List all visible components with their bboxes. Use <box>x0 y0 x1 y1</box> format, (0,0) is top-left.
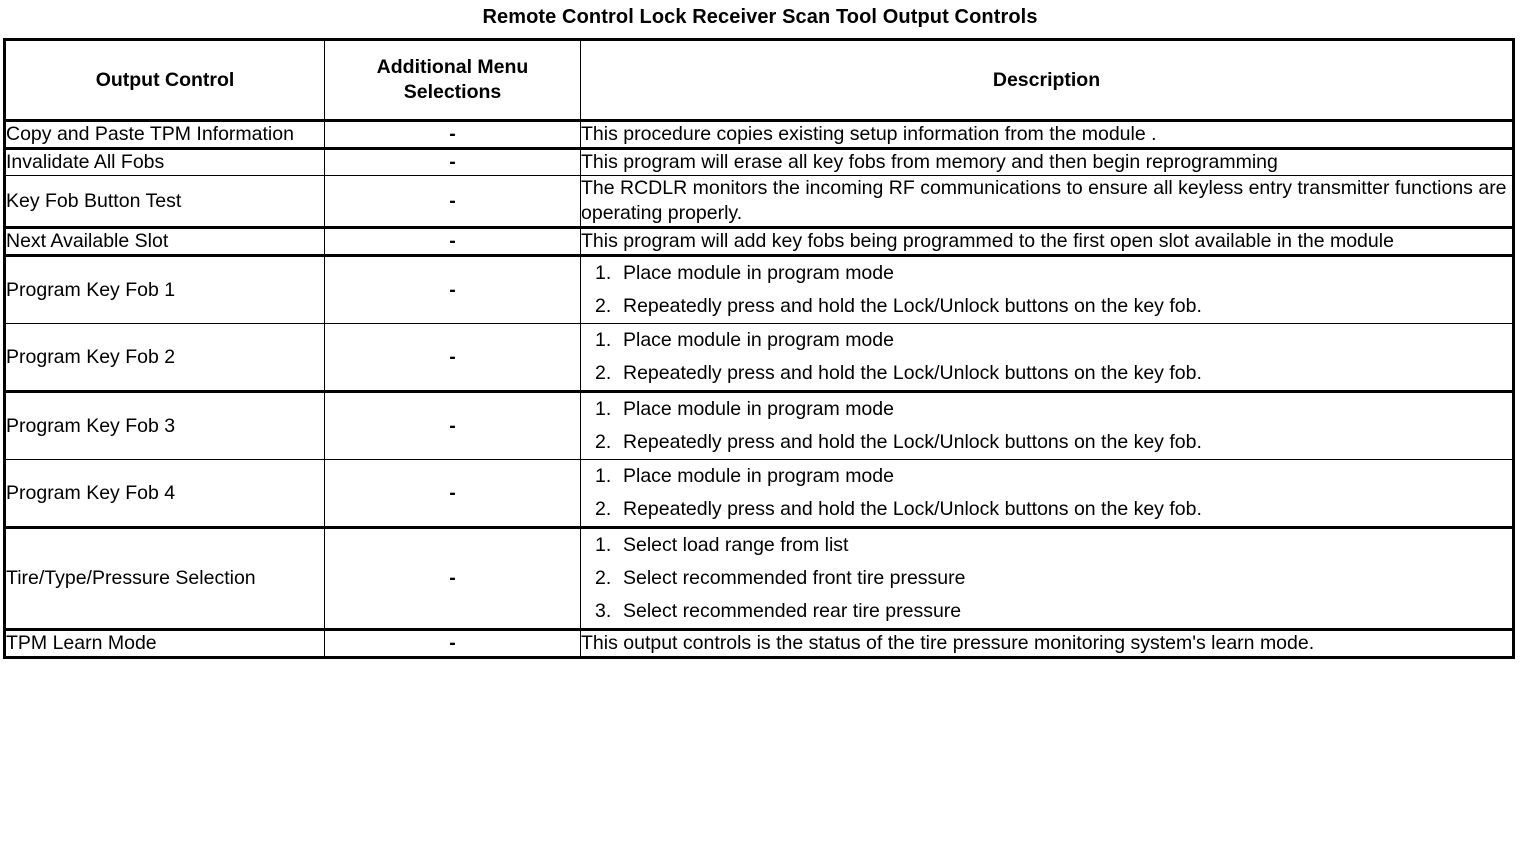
cell-output-control: Tire/Type/Pressure Selection <box>4 526 325 630</box>
cell-additional-menu-selections: - <box>324 147 581 176</box>
cell-additional-menu-selections: - <box>324 226 581 256</box>
cell-output-control: Invalidate All Fobs <box>4 147 325 176</box>
table-row: Program Key Fob 2-Place module in progra… <box>4 323 1514 392</box>
description-paragraph: This procedure copies existing setup inf… <box>581 123 1157 145</box>
description-step: Repeatedly press and hold the Lock/Unloc… <box>595 290 1202 323</box>
cell-additional-menu-selections: - <box>324 459 581 528</box>
column-header-additional-line2: Selections <box>403 81 502 103</box>
column-header-additional-line1: Additional Menu <box>376 56 529 78</box>
cell-additional-menu-selections: - <box>324 254 581 324</box>
cell-description: The RCDLR monitors the incoming RF commu… <box>580 175 1514 228</box>
column-header-description: Description <box>580 39 1514 122</box>
table-row: Copy and Paste TPM Information-This proc… <box>4 119 1514 149</box>
cell-output-control: Program Key Fob 1 <box>4 254 325 324</box>
cell-additional-menu-selections: - <box>324 323 581 392</box>
page-title: Remote Control Lock Receiver Scan Tool O… <box>482 6 1038 28</box>
table-header-row: Output Control Additional Menu Selection… <box>4 39 1514 122</box>
table-row: Program Key Fob 3-Place module in progra… <box>4 390 1514 460</box>
cell-description: This program will erase all key fobs fro… <box>580 147 1514 176</box>
cell-output-control: TPM Learn Mode <box>4 628 325 658</box>
description-step: Repeatedly press and hold the Lock/Unloc… <box>595 357 1202 390</box>
description-step: Place module in program mode <box>595 324 894 357</box>
cell-output-control: Next Available Slot <box>4 226 325 256</box>
description-step: Repeatedly press and hold the Lock/Unloc… <box>595 493 1202 526</box>
cell-description: This procedure copies existing setup inf… <box>580 119 1514 149</box>
description-paragraph: This program will erase all key fobs fro… <box>581 151 1278 173</box>
description-step: Place module in program mode <box>595 257 894 290</box>
cell-additional-menu-selections: - <box>324 526 581 630</box>
description-paragraph: The RCDLR monitors the incoming RF commu… <box>581 177 1507 224</box>
output-controls-table: Output Control Additional Menu Selection… <box>3 38 1515 659</box>
column-header-additional-menu-selections: Additional Menu Selections <box>324 39 581 122</box>
cell-description: This program will add key fobs being pro… <box>580 226 1514 256</box>
table-row: Invalidate All Fobs-This program will er… <box>4 147 1514 176</box>
cell-output-control: Program Key Fob 4 <box>4 459 325 528</box>
description-step: Select recommended rear tire pressure <box>595 595 962 628</box>
table-row: Key Fob Button Test-The RCDLR monitors t… <box>4 175 1514 228</box>
cell-output-control: Program Key Fob 2 <box>4 323 325 392</box>
cell-additional-menu-selections: - <box>324 628 581 658</box>
cell-output-control: Program Key Fob 3 <box>4 390 325 460</box>
table-row: Tire/Type/Pressure Selection-Select load… <box>4 526 1514 630</box>
description-step: Place module in program mode <box>595 393 894 426</box>
cell-additional-menu-selections: - <box>324 119 581 149</box>
description-paragraph: This program will add key fobs being pro… <box>581 230 1394 252</box>
cell-additional-menu-selections: - <box>324 390 581 460</box>
table-row: Next Available Slot-This program will ad… <box>4 226 1514 256</box>
cell-output-control: Key Fob Button Test <box>4 175 325 228</box>
table-row: Program Key Fob 4-Place module in progra… <box>4 459 1514 528</box>
description-paragraph: This output controls is the status of th… <box>581 632 1315 654</box>
table-row: TPM Learn Mode-This output controls is t… <box>4 628 1514 658</box>
description-step: Repeatedly press and hold the Lock/Unloc… <box>595 426 1202 459</box>
description-step: Place module in program mode <box>595 460 894 493</box>
cell-description: This output controls is the status of th… <box>580 628 1514 658</box>
description-step: Select load range from list <box>595 529 849 562</box>
table-body: Copy and Paste TPM Information-This proc… <box>4 119 1514 658</box>
description-step: Select recommended front tire pressure <box>595 562 966 595</box>
cell-output-control: Copy and Paste TPM Information <box>4 119 325 149</box>
cell-additional-menu-selections: - <box>324 175 581 228</box>
table-row: Program Key Fob 1-Place module in progra… <box>4 254 1514 324</box>
column-header-output-control: Output Control <box>4 39 325 122</box>
